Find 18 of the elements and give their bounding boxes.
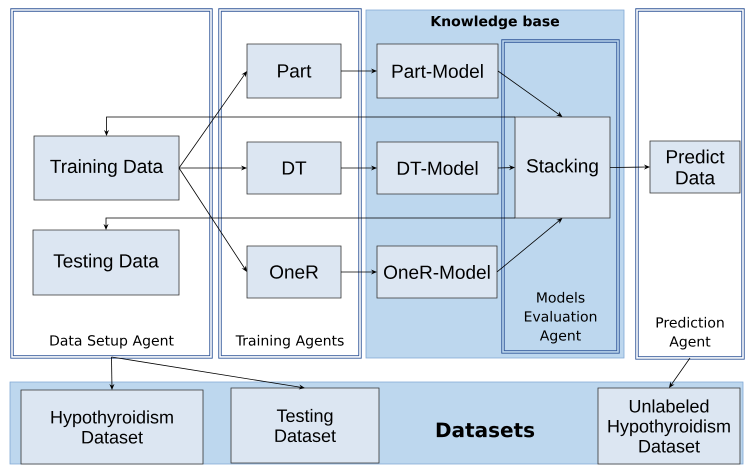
process-box: OneR-Model bbox=[376, 246, 498, 298]
process-box: DT bbox=[246, 142, 342, 194]
arrow bbox=[178, 168, 247, 272]
process-box: OneR bbox=[246, 246, 342, 298]
process-box: Unlabeled Hypothyroidism Dataset bbox=[598, 388, 740, 464]
process-box: DT-Model bbox=[376, 142, 498, 194]
process-box: Part-Model bbox=[376, 44, 498, 98]
process-box: Stacking bbox=[514, 116, 610, 218]
process-box: Testing Dataset bbox=[230, 388, 380, 464]
process-box: Testing Data bbox=[32, 230, 180, 296]
arrow bbox=[496, 218, 562, 272]
process-box: Hypothyroidism Dataset bbox=[20, 390, 204, 464]
process-box: Training Data bbox=[34, 136, 180, 200]
arrow bbox=[498, 70, 562, 117]
process-box: Predict Data bbox=[650, 140, 740, 194]
process-box: Part bbox=[246, 44, 342, 98]
arrow bbox=[669, 358, 690, 388]
arrow bbox=[178, 71, 247, 168]
